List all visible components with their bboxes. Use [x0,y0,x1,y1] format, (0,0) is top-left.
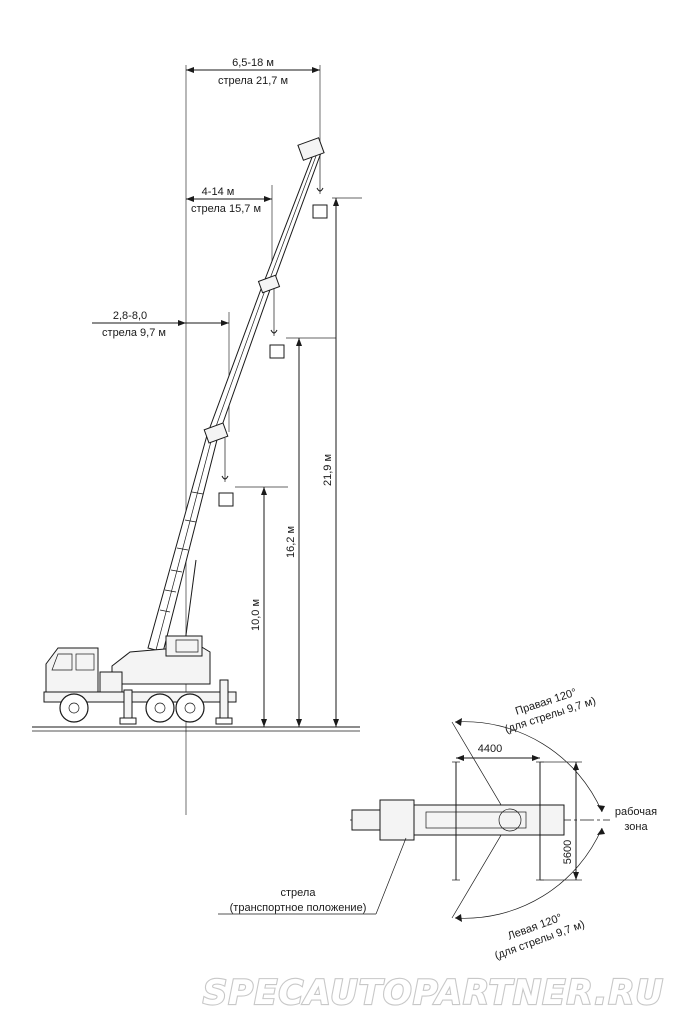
transport-line1: стрела [281,887,317,899]
front-wheel [59,693,89,723]
plan-cab [379,799,415,841]
truck-frame [43,691,237,703]
reach-dimension-mid: 4-14 м стрела 15,7 м [186,185,273,285]
outrigger-width-label: 5600 [562,840,574,864]
outrigger-width-dimension: 5600 [540,761,582,881]
slew-arc-left [454,827,603,919]
reach-low-boom: стрела 9,7 м [102,327,166,339]
reach-dimension-low: 2,8-8,0 стрела 9,7 м [92,310,230,432]
height-high-label: 21,9 м [322,454,334,486]
outrigger-base-label: 4400 [478,743,502,755]
side-view: 6,5-18 м стрела 21,7 м 4-14 м стрела 15,… [32,57,362,815]
reach-low-value: 2,8-8,0 [113,310,147,322]
reach-top-boom: стрела 21,7 м [218,75,288,87]
height-dimensions: 21,9 м 16,2 м 10,0 м [235,197,362,727]
height-low-label: 10,0 м [250,599,262,631]
telescopic-boom [147,137,325,653]
left-zone-label: Левая 120° (для стрелы 9,7 м) [493,912,586,962]
reach-mid-value: 4-14 м [202,186,235,198]
plan-chassis [391,804,565,836]
rear-wheel-1 [145,693,175,723]
hook-load-low [218,438,234,507]
ground-line [32,726,360,732]
plan-view: 4400 5600 Правая 120° (для стрелы 9,7 м)… [218,687,657,962]
transport-line2: (транспортное положение) [230,902,367,914]
work-zone-line1: рабочая [615,806,657,818]
slew-arc-right [454,721,603,813]
outrigger-front [123,689,133,719]
watermark: SPECAUTOPARTNER.RU [203,973,664,1013]
slewing-ring [498,808,522,832]
work-zone-label: рабочая зона [615,806,657,833]
rear-wheel-2 [175,693,205,723]
height-mid-label: 16,2 м [285,526,297,558]
outrigger-base-dimension: 4400 [456,743,540,761]
right-zone-label: Правая 120° (для стрелы 9,7 м) [503,687,597,736]
outrigger-rear [219,679,229,719]
transport-position-label: стрела (транспортное положение) [218,837,407,915]
reach-mid-boom: стрела 15,7 м [191,203,261,215]
crane-truck [43,635,237,725]
hook-load-mid [269,288,285,359]
reach-dimension-top: 6,5-18 м стрела 21,7 м [186,57,321,148]
reach-top-value: 6,5-18 м [232,57,274,69]
hook-load-top [312,155,328,219]
work-zone-line2: зона [624,821,648,833]
